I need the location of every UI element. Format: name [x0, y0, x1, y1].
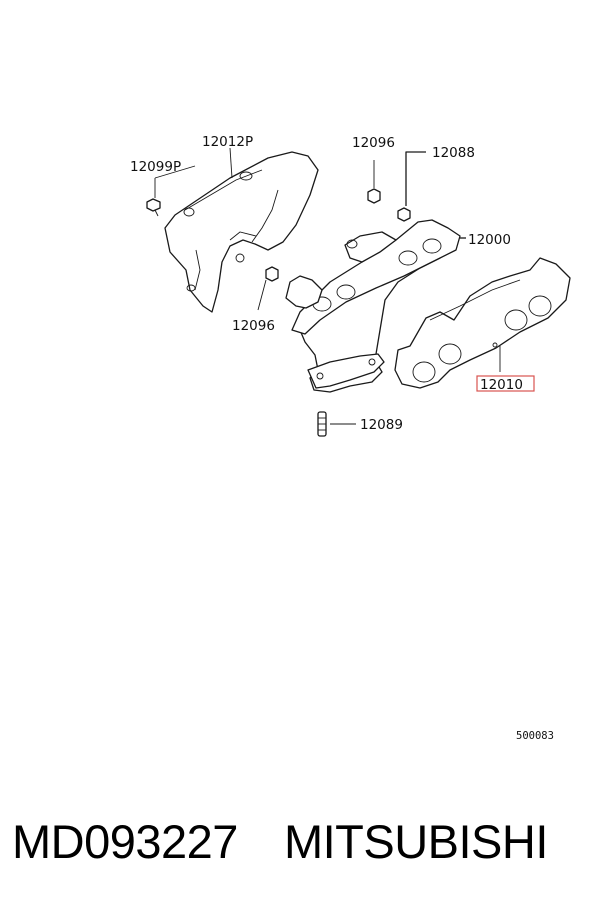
- bolt-part: [146, 178, 161, 217]
- exhaust-manifold-diagram: 12012P 12099P 12096 12088 12000 12096 12…: [130, 134, 571, 742]
- nut-part: [397, 151, 426, 222]
- callout-gasket: 12010: [480, 377, 523, 393]
- callout-nut-top: 12096: [352, 135, 395, 151]
- nut-part: [367, 160, 381, 204]
- brand-name: MITSUBISHI: [283, 814, 548, 868]
- heat-shield-part: [164, 151, 319, 313]
- highlight-box: [476, 375, 535, 392]
- callout-bolt: 12099P: [130, 159, 181, 175]
- callout-nut-bottom: 12096: [232, 318, 275, 334]
- diagram-id: 500083: [516, 730, 554, 742]
- gasket-part: [394, 257, 571, 389]
- callout-nut-right: 12088: [432, 145, 475, 161]
- nut-part: [257, 266, 279, 311]
- part-number: MD093227: [12, 814, 238, 868]
- callout-manifold: 12000: [468, 232, 511, 248]
- callout-heat-shield: 12012P: [202, 134, 253, 150]
- footer-caption: MD093227 MITSUBISHI: [12, 806, 592, 876]
- exhaust-manifold-part: [285, 219, 466, 393]
- stud-part: [317, 411, 356, 437]
- callout-stud: 12089: [360, 417, 403, 433]
